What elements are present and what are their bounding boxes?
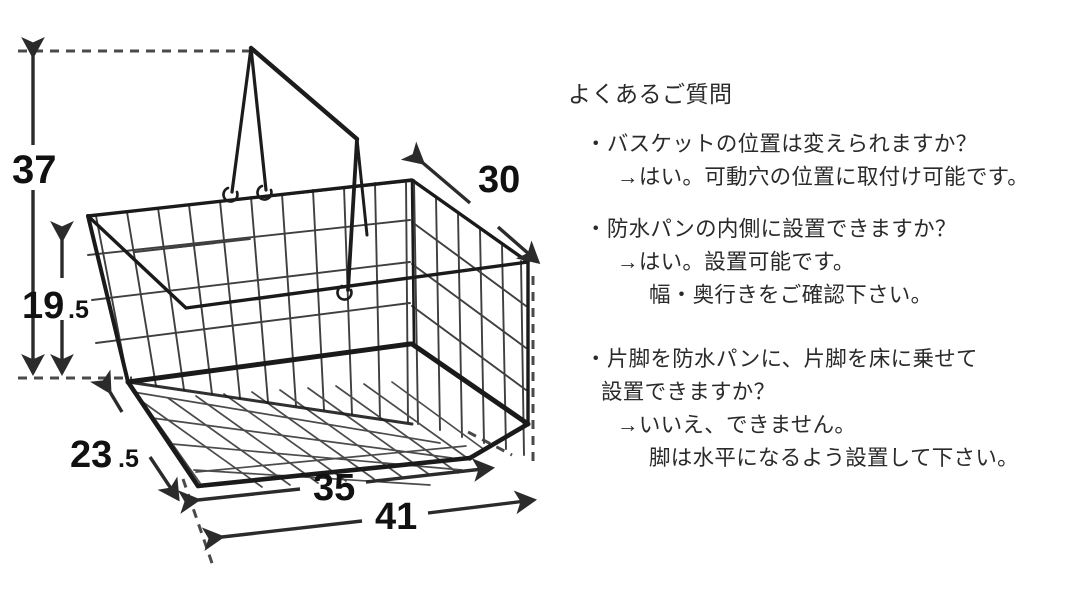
dim-label-235: 23 xyxy=(70,434,112,476)
faq-item-1: ・バスケットの位置は変えられますか？ →はい。可動穴の位置に取付け可能です。 xyxy=(568,128,1080,194)
faq-answer-3-cont: 脚は水平になるよう設置して下さい。 xyxy=(649,446,1019,470)
faq-item-3: ・片脚を防水パンに、片脚を床に乗せて 設置できますか？ →いいえ、できません。 … xyxy=(568,343,1080,475)
faq-bullet-1: ・ xyxy=(585,132,607,156)
dim-arrow-35-left xyxy=(177,487,301,514)
dim-arrow-30-lower xyxy=(496,225,541,265)
faq-question-1: ・バスケットの位置は変えられますか？ xyxy=(568,128,1080,161)
faq-answer-2: →はい。設置可能です。 xyxy=(568,246,1080,279)
basket-bottom-mesh xyxy=(129,381,483,488)
faq-item-2: ・防水パンの内側に設置できますか？ →はい。設置可能です。 幅・奥行きをご確認下… xyxy=(568,213,1080,312)
dim-arrow-35-right xyxy=(365,458,496,484)
dim-label-195: 19 xyxy=(22,285,64,327)
basket-frame xyxy=(86,178,531,489)
basket-mesh xyxy=(87,179,527,456)
basket-dimension-diagram: 37 19 .5 30 23 .5 35 41 xyxy=(12,36,541,567)
faq-answer-text-1: はい。可動穴の位置に取付け可能です。 xyxy=(638,165,1030,189)
faq-question-text-1: バスケットの位置は変えられますか？ xyxy=(606,132,978,156)
faq-answer-text-3: いいえ、できません。 xyxy=(638,413,857,437)
faq-arrow-icon-2: → xyxy=(617,250,639,274)
dashed-bottom-right-short xyxy=(467,430,513,457)
faq-heading: よくあるご質問 xyxy=(568,81,733,107)
dim-arrow-30-upper xyxy=(400,141,472,205)
faq-question-text-3: 片脚を防水パンに、片脚を床に乗せて xyxy=(606,347,978,371)
dimension-labels: 37 19 .5 30 23 .5 35 41 xyxy=(12,148,520,538)
dim-label-35: 35 xyxy=(313,467,355,509)
dim-label-235-frac: .5 xyxy=(118,445,139,473)
dim-arrow-235-upper xyxy=(89,369,124,413)
faq-question-text-2: 防水パンの内側に設置できますか？ xyxy=(606,217,957,241)
faq-arrow-icon-1: → xyxy=(617,165,639,189)
basket-handles xyxy=(222,45,369,301)
dim-arrow-41-left xyxy=(201,519,363,551)
faq-answer-2-cont: 幅・奥行きをご確認下さい。 xyxy=(649,283,933,307)
faq-pane: よくあるご質問 ・バスケットの位置は変えられますか？ →はい。可動穴の位置に取付… xyxy=(560,0,1080,597)
projection-lines xyxy=(18,49,535,567)
dimension-arrows xyxy=(21,36,541,551)
faq-question-2: ・防水パンの内側に設置できますか？ xyxy=(568,213,1080,246)
faq-answer-text-2: はい。設置可能です。 xyxy=(638,250,855,274)
dim-arrow-41-right xyxy=(427,490,538,515)
faq-answer-3: →いいえ、できません。 xyxy=(568,409,1080,442)
dashed-bottom-left xyxy=(181,478,215,567)
diagram-svg: 37 19 .5 30 23 .5 35 41 xyxy=(12,36,541,567)
faq-question-3: ・片脚を防水パンに、片脚を床に乗せて xyxy=(568,343,1080,376)
faq-question-3-cont: 設置できますか？ xyxy=(601,380,776,404)
faq-arrow-icon-3: → xyxy=(617,413,639,437)
dim-label-37: 37 xyxy=(12,148,57,192)
dim-label-195-frac: .5 xyxy=(68,296,89,324)
dim-arrow-235-lower xyxy=(148,456,180,502)
faq-bullet-3: ・ xyxy=(585,347,607,371)
dim-label-30: 30 xyxy=(478,159,520,201)
faq-bullet-2: ・ xyxy=(585,217,607,241)
dim-label-41: 41 xyxy=(375,496,417,538)
faq-answer-1: →はい。可動穴の位置に取付け可能です。 xyxy=(568,161,1080,194)
